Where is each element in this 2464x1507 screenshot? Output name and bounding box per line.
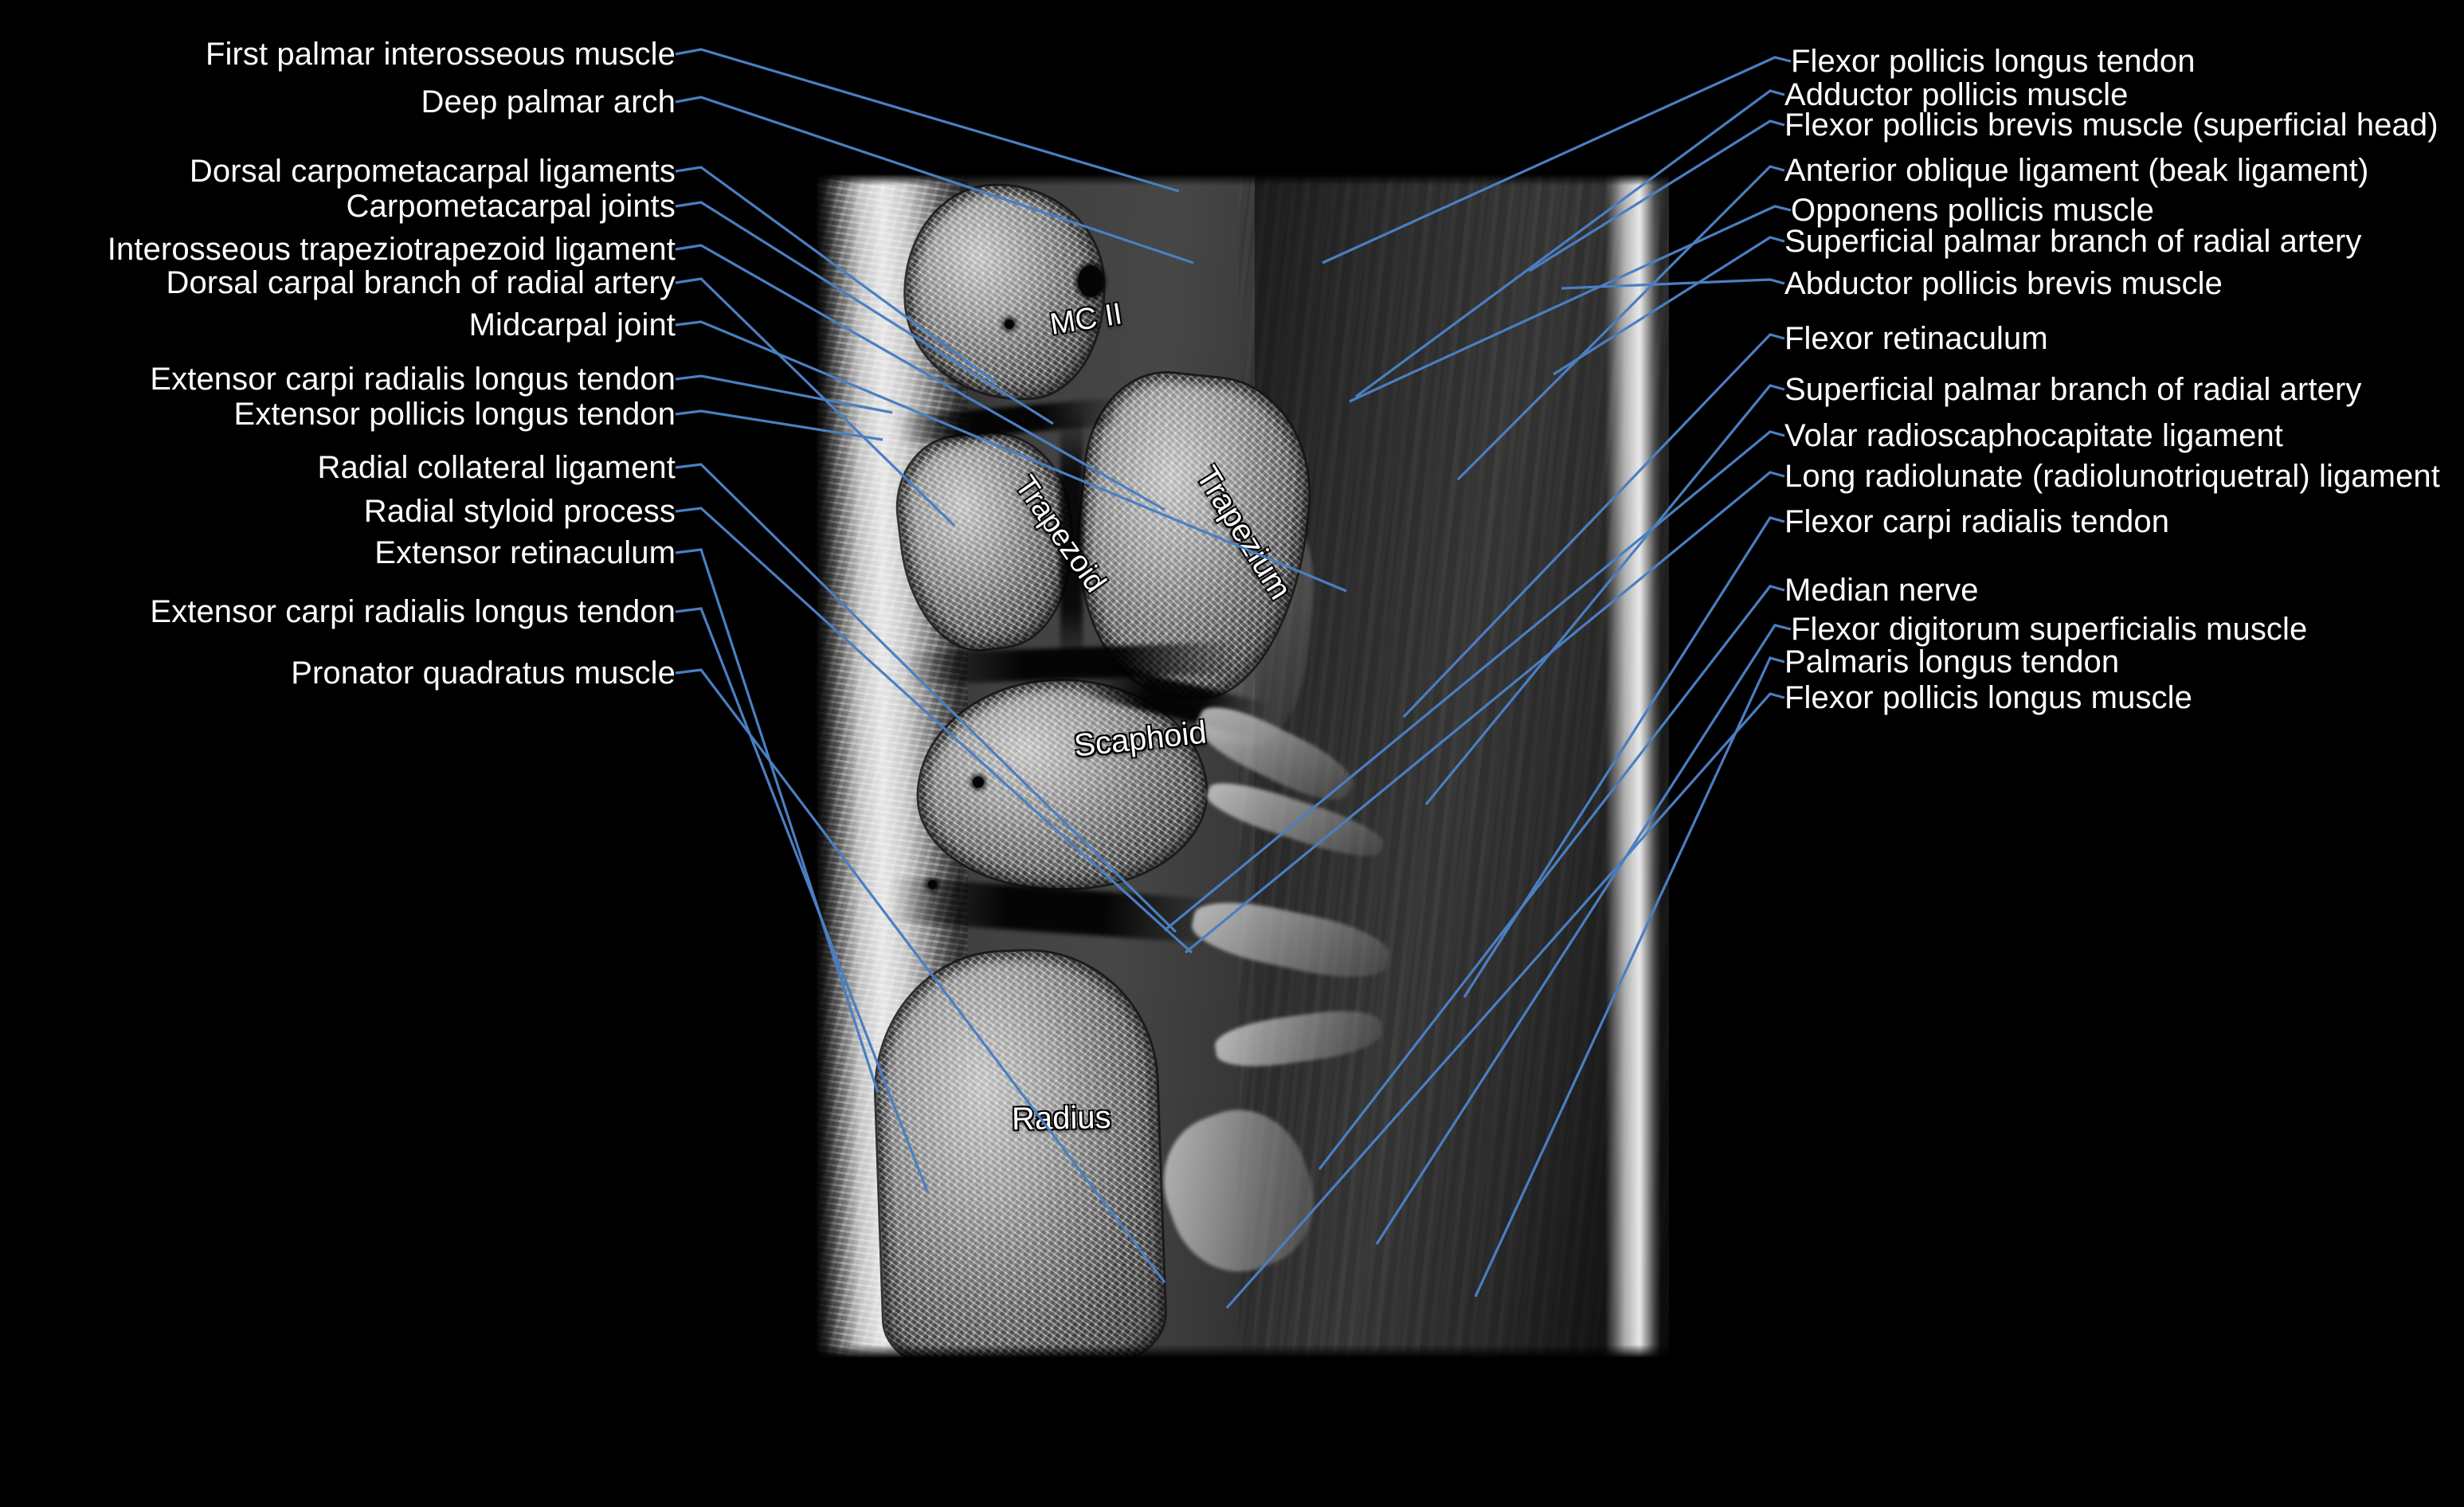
vessel-void <box>1005 319 1014 329</box>
callout-label-opponens-pollicis-muscle: Opponens pollicis muscle <box>1791 193 2154 228</box>
callout-label-first-palmar-interosseous-muscle: First palmar interosseous muscle <box>205 37 676 72</box>
callout-label-radial-styloid-process: Radial styloid process <box>363 494 676 529</box>
callout-label-dorsal-carpal-branch-of-radial-artery: Dorsal carpal branch of radial artery <box>166 265 676 300</box>
mri-background <box>817 171 1669 1364</box>
callout-label-carpometacarpal-joints: Carpometacarpal joints <box>346 189 676 224</box>
callout-label-adductor-pollicis-muscle: Adductor pollicis muscle <box>1784 77 2129 112</box>
mri-volar-skin-line <box>1605 171 1661 1364</box>
callout-label-abductor-pollicis-brevis-muscle: Abductor pollicis brevis muscle <box>1784 266 2223 301</box>
scan-top-edge <box>817 171 1669 186</box>
callout-label-extensor-carpi-radialis-longus-tendon-1: Extensor carpi radialis longus tendon <box>150 362 676 397</box>
callout-label-flexor-retinaculum: Flexor retinaculum <box>1784 321 2048 356</box>
callout-label-extensor-retinaculum: Extensor retinaculum <box>374 535 676 570</box>
mri-scan-image <box>817 171 1669 1364</box>
callout-label-superficial-palmar-branch-of-radial-artery-1: Superficial palmar branch of radial arte… <box>1784 224 2362 259</box>
callout-label-dorsal-carpometacarpal-ligaments: Dorsal carpometacarpal ligaments <box>189 154 676 189</box>
callout-label-anterior-oblique-ligament: Anterior oblique ligament (beak ligament… <box>1784 153 2369 188</box>
callout-label-extensor-pollicis-longus-tendon: Extensor pollicis longus tendon <box>233 397 676 432</box>
callout-label-midcarpal-joint: Midcarpal joint <box>468 307 676 342</box>
callout-label-palmaris-longus-tendon: Palmaris longus tendon <box>1784 644 2120 679</box>
callout-label-flexor-pollicis-brevis-muscle: Flexor pollicis brevis muscle (superfici… <box>1784 108 2439 143</box>
callout-label-superficial-palmar-branch-of-radial-artery-2: Superficial palmar branch of radial arte… <box>1784 372 2362 407</box>
joint-space-trapeziotrapezoid <box>1060 410 1083 673</box>
callout-label-median-nerve: Median nerve <box>1784 573 1979 608</box>
callout-label-extensor-carpi-radialis-longus-tendon-2: Extensor carpi radialis longus tendon <box>150 594 676 629</box>
callout-label-flexor-digitorum-superficialis-muscle: Flexor digitorum superficialis muscle <box>1791 612 2308 647</box>
vessel-void <box>973 777 984 788</box>
bone-radius <box>872 947 1166 1364</box>
callout-label-volar-radioscaphocapitate-ligament: Volar radioscaphocapitate ligament <box>1784 418 2284 453</box>
callout-label-radial-collateral-ligament: Radial collateral ligament <box>317 450 676 485</box>
callout-label-long-radiolunate-ligament: Long radiolunate (radiolunotriquetral) l… <box>1784 459 2440 494</box>
callout-label-flexor-pollicis-longus-tendon: Flexor pollicis longus tendon <box>1791 44 2196 79</box>
leader-line-first-palmar-interosseous-muscle <box>675 48 1180 193</box>
callout-label-pronator-quadratus-muscle: Pronator quadratus muscle <box>291 656 676 691</box>
callout-label-flexor-carpi-radialis-tendon: Flexor carpi radialis tendon <box>1784 504 2170 539</box>
scan-bottom-edge <box>817 1345 1669 1364</box>
vessel-void <box>928 880 937 889</box>
callout-label-flexor-pollicis-longus-muscle: Flexor pollicis longus muscle <box>1784 680 2192 715</box>
vessel-void <box>1078 265 1103 297</box>
callout-label-interosseous-trapeziotrapezoid-ligament: Interosseous trapeziotrapezoid ligament <box>107 232 676 267</box>
callout-label-deep-palmar-arch: Deep palmar arch <box>421 84 676 119</box>
